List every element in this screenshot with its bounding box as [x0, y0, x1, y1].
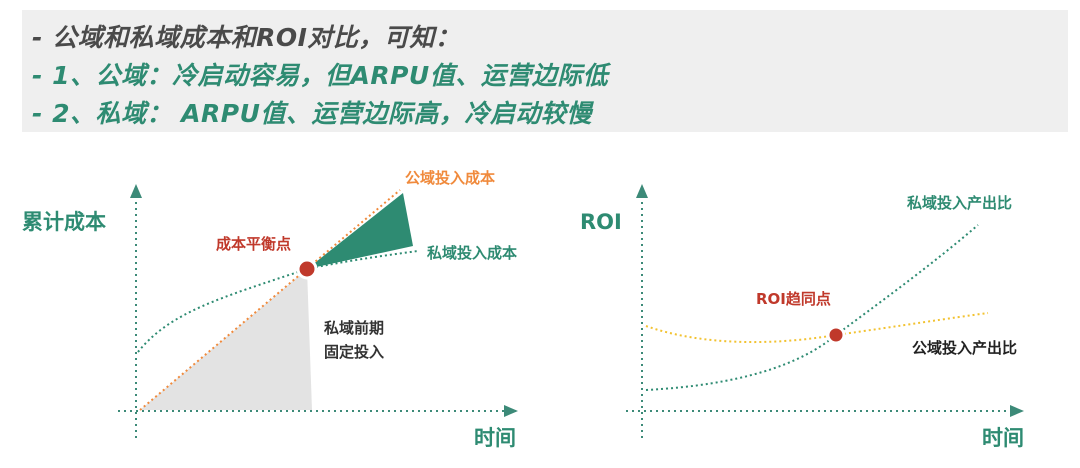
public-cost-label: 公域投入成本 — [405, 169, 495, 187]
right-chart: ROI 时间 私域投入产出比 公域投入产出比 ROI趋同点 — [580, 184, 1024, 450]
left-chart: 累计成本 时间 公域投入成本 私域投入成本 成本平衡点 私域前期 固定投入 — [22, 169, 518, 450]
fixed-cost-label-line2: 固定投入 — [324, 343, 384, 361]
cost-gap-wedge — [307, 193, 413, 269]
left-x-axis-title: 时间 — [474, 426, 516, 450]
roi-intersection-point — [826, 325, 846, 345]
fixed-cost-area — [140, 269, 312, 410]
right-y-axis-title: ROI — [580, 210, 622, 234]
public-roi-label: 公域投入产出比 — [912, 339, 1017, 357]
header-line-2: - 1、公域：冷启动容易，但ARPU值、运营边际低 — [32, 61, 609, 90]
roi-intersection-label: ROI趋同点 — [756, 290, 831, 308]
private-cost-label: 私域投入成本 — [426, 244, 517, 262]
header-line-3: - 2、私域： ARPU值、运营边际高，冷启动较慢 — [32, 99, 592, 128]
header-line-1: - 公域和私域成本和ROI对比，可知： — [32, 23, 461, 52]
right-x-axis-title: 时间 — [982, 426, 1024, 450]
header-box: - 公域和私域成本和ROI对比，可知： - 1、公域：冷启动容易，但ARPU值、… — [22, 10, 1068, 132]
fixed-cost-label-line1: 私域前期 — [323, 319, 384, 337]
breakeven-point — [296, 258, 318, 280]
public-roi-curve — [645, 312, 989, 344]
breakeven-label: 成本平衡点 — [216, 235, 291, 253]
public-cost-line — [139, 189, 401, 411]
left-y-axis-title: 累计成本 — [22, 210, 106, 234]
private-roi-label: 私域投入产出比 — [906, 194, 1012, 212]
